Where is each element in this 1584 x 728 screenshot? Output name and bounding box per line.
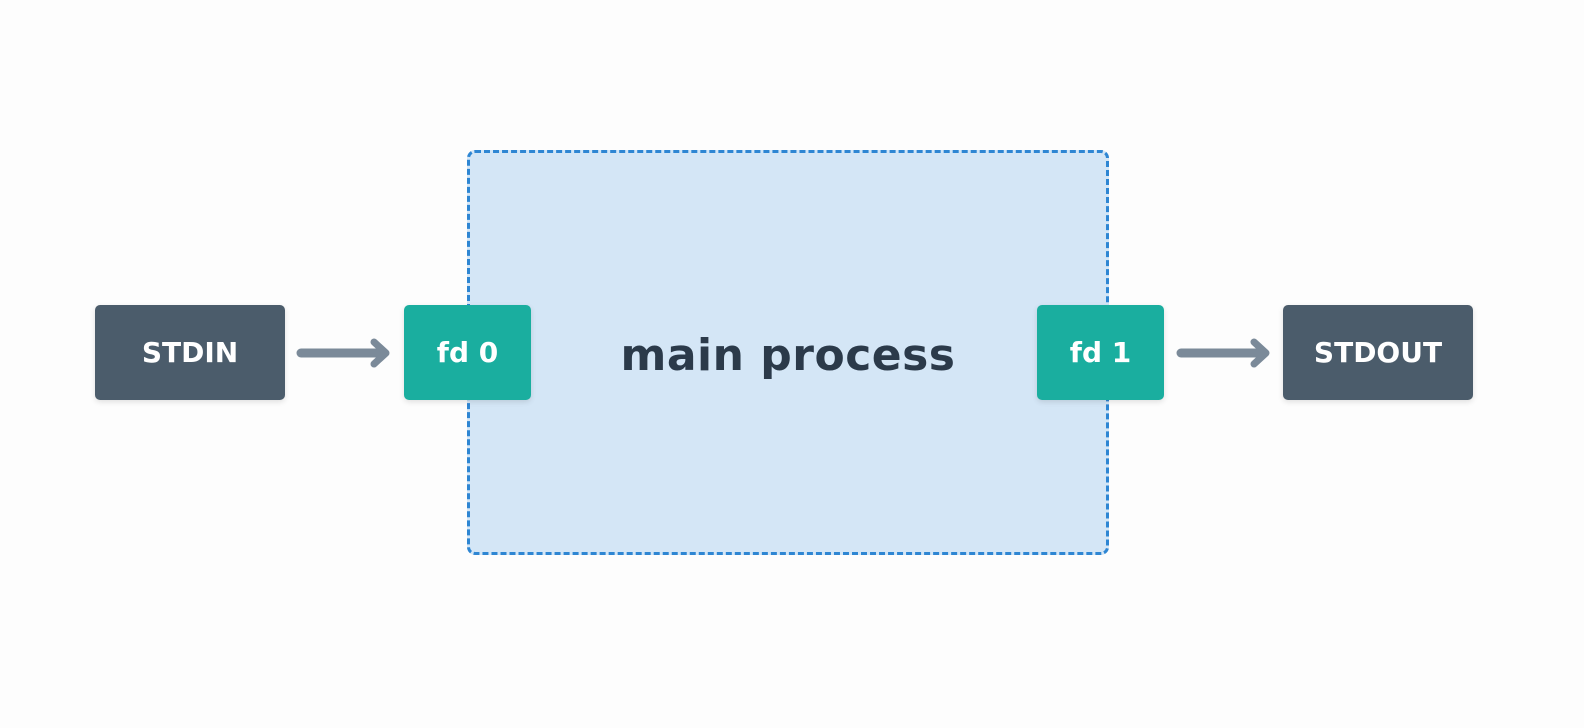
main-process-label: main process xyxy=(620,330,956,381)
arrow-fd1-to-stdout xyxy=(1176,338,1270,368)
fd1-node: fd 1 xyxy=(1037,305,1164,400)
stdin-node: STDIN xyxy=(95,305,285,400)
fd0-node: fd 0 xyxy=(404,305,531,400)
stdout-node: STDOUT xyxy=(1283,305,1473,400)
main-process-container xyxy=(467,150,1109,555)
arrow-stdin-to-fd0 xyxy=(296,338,390,368)
